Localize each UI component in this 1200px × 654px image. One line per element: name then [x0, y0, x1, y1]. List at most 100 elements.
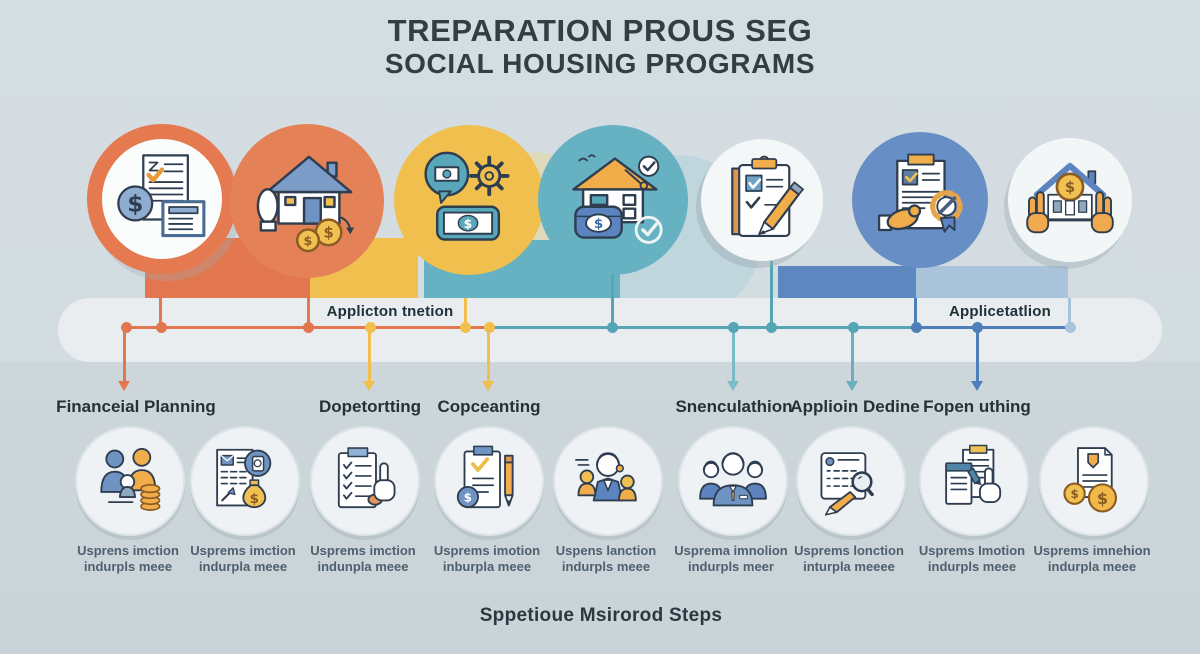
down-arrow-icon — [118, 381, 130, 391]
svg-text:$: $ — [127, 191, 143, 217]
timeline-segment-blue — [917, 326, 1071, 329]
caption-line: indurpla meee — [1047, 559, 1137, 574]
title-line-2: SOCIAL HOUSING PROGRAMS — [384, 48, 816, 79]
timeline-phase-label-right: Applicetatlion — [949, 303, 1051, 320]
document-magnifier-pencil-icon — [813, 443, 889, 519]
footer-caption: Sppetioue Msirorod Steps — [479, 605, 723, 626]
substep-circle-8 — [919, 426, 1029, 536]
svg-text:$: $ — [250, 491, 259, 507]
substep-circle-2: $ — [190, 426, 300, 536]
caption-line: Usprems imotion — [433, 543, 541, 558]
house-handover-coins-icon: $ $ — [253, 147, 361, 255]
substep-caption-5: Uspens lanction indurpls meee — [556, 543, 656, 575]
svg-text:$: $ — [1065, 179, 1075, 196]
caption-line: Usprems imction — [310, 543, 416, 558]
connector-line-up — [464, 298, 467, 327]
substep-caption-8: Usprems Imotion indurpls meee — [919, 543, 1025, 575]
house-financing-check-icon: $ — [560, 147, 666, 253]
stage-circle-5 — [701, 139, 823, 261]
clipboard-checklist-pencil-icon — [715, 153, 810, 248]
connector-line-down — [732, 328, 735, 381]
down-arrow-icon — [971, 381, 983, 391]
step-label-3: Copceanting — [437, 397, 541, 416]
connector-line-up — [1068, 298, 1071, 327]
substep-caption-1: Usprens imction indurpls meee — [77, 543, 179, 575]
caption-line: indunpla meee — [317, 559, 409, 574]
family-meeting-icon — [570, 443, 646, 519]
substep-caption-4: Usprems imotion inburpla meee — [434, 543, 540, 575]
down-arrow-icon — [363, 381, 375, 391]
timeline-dot — [972, 322, 983, 333]
substep-circle-6 — [678, 426, 788, 536]
substep-circle-1 — [75, 426, 185, 536]
advisor-team-icon — [695, 443, 771, 519]
caption-line: Usprems lonction — [794, 543, 904, 558]
title-line-1: TREPARATION PROUS SEG — [387, 13, 813, 48]
timeline-dot — [1065, 322, 1076, 333]
step-label-4: Snenculathion — [675, 397, 793, 416]
connector-line-down — [368, 328, 371, 381]
step-label-5: Applioin Dedine — [790, 397, 920, 416]
caption-line: Usprema imnolion — [674, 543, 788, 558]
connector-line-down — [976, 328, 979, 381]
substep-caption-9: Usprems imnehion indurpla meee — [1033, 543, 1150, 575]
substep-circle-4: $ — [434, 426, 544, 536]
step-label-1: Financeial Planning — [56, 397, 216, 416]
caption-line: inburpla meee — [442, 559, 532, 574]
connector-line-down — [851, 328, 854, 381]
connector-line-down — [123, 328, 126, 381]
connector-line-up — [159, 262, 162, 327]
timeline-dot — [911, 322, 922, 333]
caption-line: indurpla meee — [198, 559, 288, 574]
family-savings-icon — [92, 443, 168, 519]
svg-text:$: $ — [594, 216, 603, 232]
timeline-dot — [766, 322, 777, 333]
step-label-2: Dopetortting — [319, 397, 421, 416]
stage-circle-2: $ $ — [230, 124, 384, 278]
document-money-bag-icon: $ — [207, 443, 283, 519]
timeline-phase-label-left: Applicton tnetion — [326, 303, 454, 320]
financial-document-dollar-coin-icon: $ — [113, 150, 211, 248]
approved-document-badge-icon — [870, 150, 970, 250]
connector-line-up — [914, 298, 917, 327]
timeline-dot — [121, 322, 132, 333]
timeline-dot — [303, 322, 314, 333]
svg-text:$: $ — [464, 490, 472, 504]
caption-line: Usprems imction — [190, 543, 296, 558]
timeline-dot — [460, 322, 471, 333]
document-dollar-coins-icon: $ $ — [1056, 443, 1132, 519]
svg-text:$: $ — [304, 234, 313, 249]
caption-line: indurpls meer — [688, 559, 774, 574]
papers-pen-hand-icon — [936, 443, 1012, 519]
substep-caption-2: Usprems imction indurpla meee — [190, 543, 295, 575]
svg-text:$: $ — [323, 224, 333, 241]
caption-line: Usprems imnehion — [1033, 543, 1151, 558]
caption-line: Usprems Imotion — [918, 543, 1026, 558]
timeline-dot — [728, 322, 739, 333]
svg-text:$: $ — [464, 216, 473, 231]
caption-line: inturpla meeee — [803, 559, 895, 574]
caption-line: indurpls meee — [83, 559, 173, 574]
timeline-dot — [156, 322, 167, 333]
connector-line-up — [770, 261, 773, 327]
stage-circle-1: $ — [87, 124, 237, 274]
substep-circle-5 — [553, 426, 663, 536]
substep-caption-7: Usprems lonction inturpla meeee — [794, 543, 904, 575]
caption-line: Usprens imction — [77, 543, 179, 558]
substep-caption-6: Usprema imnolion indurpls meer — [674, 543, 787, 575]
down-arrow-icon — [727, 381, 739, 391]
connector-line-up — [611, 270, 614, 327]
substep-circle-7 — [796, 426, 906, 536]
caption-line: indurpls meee — [561, 559, 651, 574]
step-label-6: Fopen uthing — [923, 397, 1031, 416]
payment-gear-banknote-icon: $ — [416, 147, 522, 253]
stage-circle-7: $ — [1008, 138, 1132, 262]
svg-text:$: $ — [1097, 489, 1108, 508]
caption-line: indurpls meee — [927, 559, 1017, 574]
substep-circle-9: $ $ — [1039, 426, 1149, 536]
timeline-segment-teal — [490, 326, 917, 329]
connector-block-lightblue — [916, 266, 1068, 298]
connector-block-darkblue — [778, 266, 916, 298]
timeline-dot — [365, 322, 376, 333]
